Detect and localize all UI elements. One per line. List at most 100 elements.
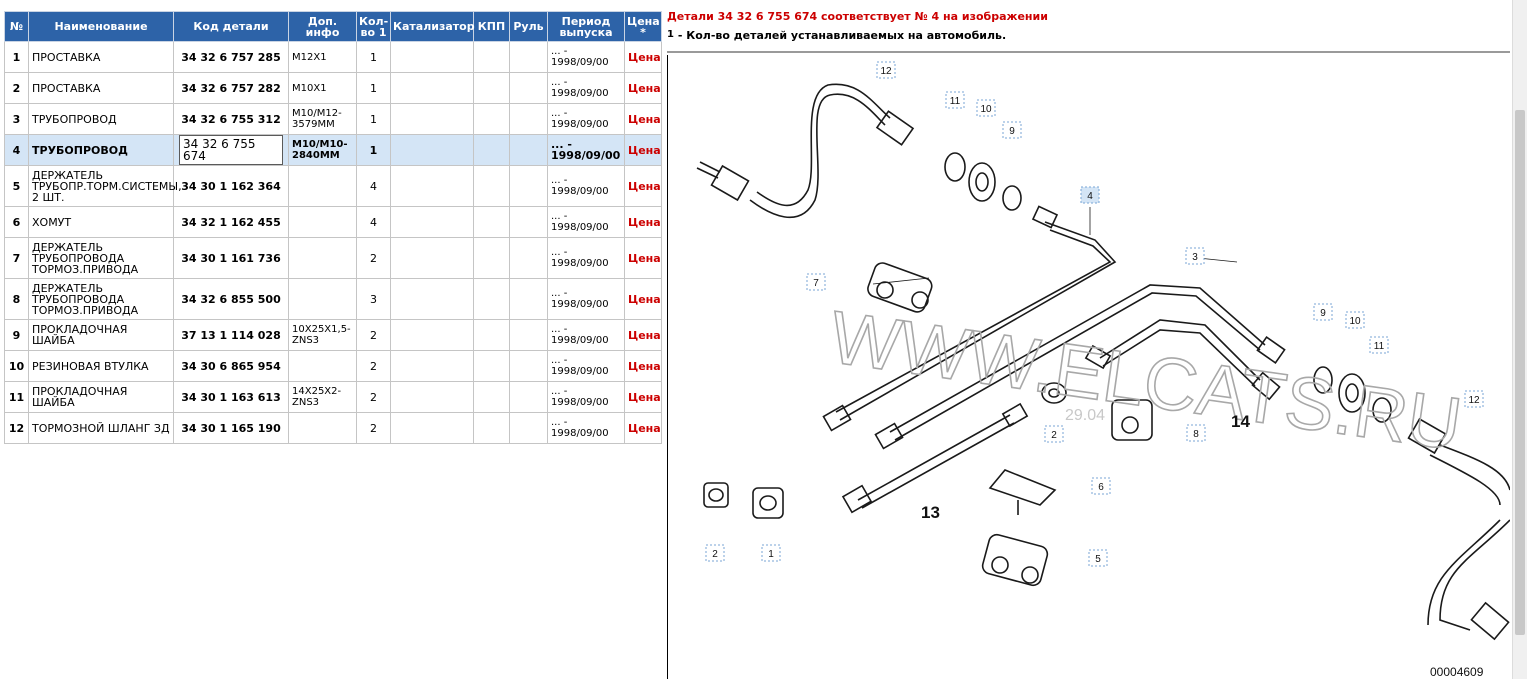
label-13: 13 — [921, 503, 940, 522]
grommet-10-top — [968, 162, 996, 202]
callout-number[interactable]: 5 — [1095, 554, 1101, 565]
callout-number[interactable]: 12 — [1468, 395, 1480, 406]
part-gearbox — [473, 206, 510, 238]
part-number: 4 — [4, 134, 29, 166]
callout-number[interactable]: 12 — [880, 66, 892, 77]
col-header-code: Код детали — [173, 11, 289, 42]
price-link[interactable]: Цена — [624, 103, 662, 135]
callout-box[interactable] — [1088, 549, 1108, 567]
page-scrollbar[interactable] — [1512, 0, 1527, 679]
callout-number[interactable]: 3 — [1192, 252, 1198, 263]
part-name: ПРОСТАВКА — [28, 72, 174, 104]
part-catalyst — [390, 134, 474, 166]
callout-box[interactable] — [1002, 121, 1022, 139]
part-code: 34 32 6 757 282 — [173, 72, 289, 104]
part-number: 10 — [4, 350, 29, 382]
price-link[interactable]: Цена — [624, 237, 662, 279]
callout-box[interactable] — [1345, 311, 1365, 329]
callout-box[interactable] — [806, 273, 826, 291]
callout-group: 12 11 10 9 4 3 7 9 10 11 2 8 6 12 2 1 5 — [705, 61, 1484, 567]
part-name: ПРОСТАВКА — [28, 41, 174, 73]
scrollbar-thumb[interactable] — [1515, 110, 1525, 635]
part-number: 12 — [4, 412, 29, 444]
adapter-1-bottom — [752, 487, 784, 519]
part-steering — [509, 206, 548, 238]
part-steering — [509, 72, 548, 104]
price-link[interactable]: Цена — [624, 381, 662, 413]
callout-box[interactable] — [1186, 424, 1206, 442]
price-link[interactable]: Цена — [624, 412, 662, 444]
callout-number[interactable]: 9 — [1009, 126, 1015, 137]
callout-number[interactable]: 9 — [1320, 308, 1326, 319]
callout-box[interactable] — [761, 544, 781, 562]
callout-box[interactable] — [1313, 303, 1333, 321]
part-code: 34 30 1 161 736 — [173, 237, 289, 279]
grommet-10-right — [1338, 373, 1366, 413]
price-link[interactable]: Цена — [624, 278, 662, 320]
callout-number[interactable]: 6 — [1098, 482, 1104, 493]
part-catalyst — [390, 237, 474, 279]
callout-box[interactable] — [1369, 336, 1389, 354]
part-gearbox — [473, 72, 510, 104]
callout-number[interactable]: 11 — [950, 96, 961, 107]
part-steering — [509, 165, 548, 207]
callout-box[interactable] — [1464, 390, 1484, 408]
callout-box[interactable] — [1080, 186, 1100, 204]
part-period: ... - 1998/09/00 — [547, 350, 625, 382]
callout-number[interactable]: 2 — [712, 549, 718, 560]
callout-box[interactable] — [1185, 247, 1205, 265]
parts-diagram: WWW.ELCATS.RU 29.04 13 14 00004609 12111… — [696, 61, 1510, 679]
part-code: 34 32 6 755 312 — [173, 103, 289, 135]
col-header-price: Цена * — [624, 11, 662, 42]
callout-box[interactable] — [976, 99, 996, 117]
price-link[interactable]: Цена — [624, 72, 662, 104]
callout-number[interactable]: 7 — [813, 278, 819, 289]
price-link[interactable]: Цена — [624, 206, 662, 238]
callout-number[interactable]: 10 — [1349, 316, 1361, 327]
callout-number[interactable]: 2 — [1051, 430, 1057, 441]
callout-number[interactable]: 10 — [980, 104, 992, 115]
part-info: M10/M12-3579MM — [288, 103, 357, 135]
part-code: 34 32 6 755 674 — [173, 134, 289, 166]
part-number: 7 — [4, 237, 29, 279]
price-link[interactable]: Цена — [624, 134, 662, 166]
part-period: ... - 1998/09/00 — [547, 134, 625, 166]
legend-number: 1 — [667, 29, 674, 40]
hose-fitting-left — [696, 161, 750, 202]
callout-number[interactable]: 1 — [768, 549, 774, 560]
callout-box[interactable] — [876, 61, 896, 79]
washer-11-top — [944, 152, 966, 182]
part-code-field[interactable]: 34 32 6 755 674 — [179, 135, 283, 165]
price-link[interactable]: Цена — [624, 41, 662, 73]
callout-number[interactable]: 11 — [1374, 341, 1385, 352]
price-link[interactable]: Цена — [624, 319, 662, 351]
brake-pipe-13 — [857, 414, 1015, 509]
callout-number[interactable]: 8 — [1193, 429, 1199, 440]
part-name: ДЕРЖАТЕЛЬ ТРУБОПРОВОДА ТОРМОЗ.ПРИВОДА — [28, 278, 174, 320]
callout-box[interactable] — [945, 91, 965, 109]
legend-text: - Кол-во деталей устанавливаемых на авто… — [677, 29, 1007, 42]
part-info — [288, 350, 357, 382]
price-link[interactable]: Цена — [624, 165, 662, 207]
part-qty: 4 — [356, 206, 391, 238]
hose-fitting-right — [875, 110, 915, 146]
price-link[interactable]: Цена — [624, 350, 662, 382]
callout-number[interactable]: 4 — [1087, 191, 1093, 202]
part-number: 8 — [4, 278, 29, 320]
callout-box[interactable] — [705, 544, 725, 562]
col-header-steering: Руль — [509, 11, 548, 42]
callout-box[interactable] — [1044, 425, 1064, 443]
callout-box[interactable] — [1091, 477, 1111, 495]
